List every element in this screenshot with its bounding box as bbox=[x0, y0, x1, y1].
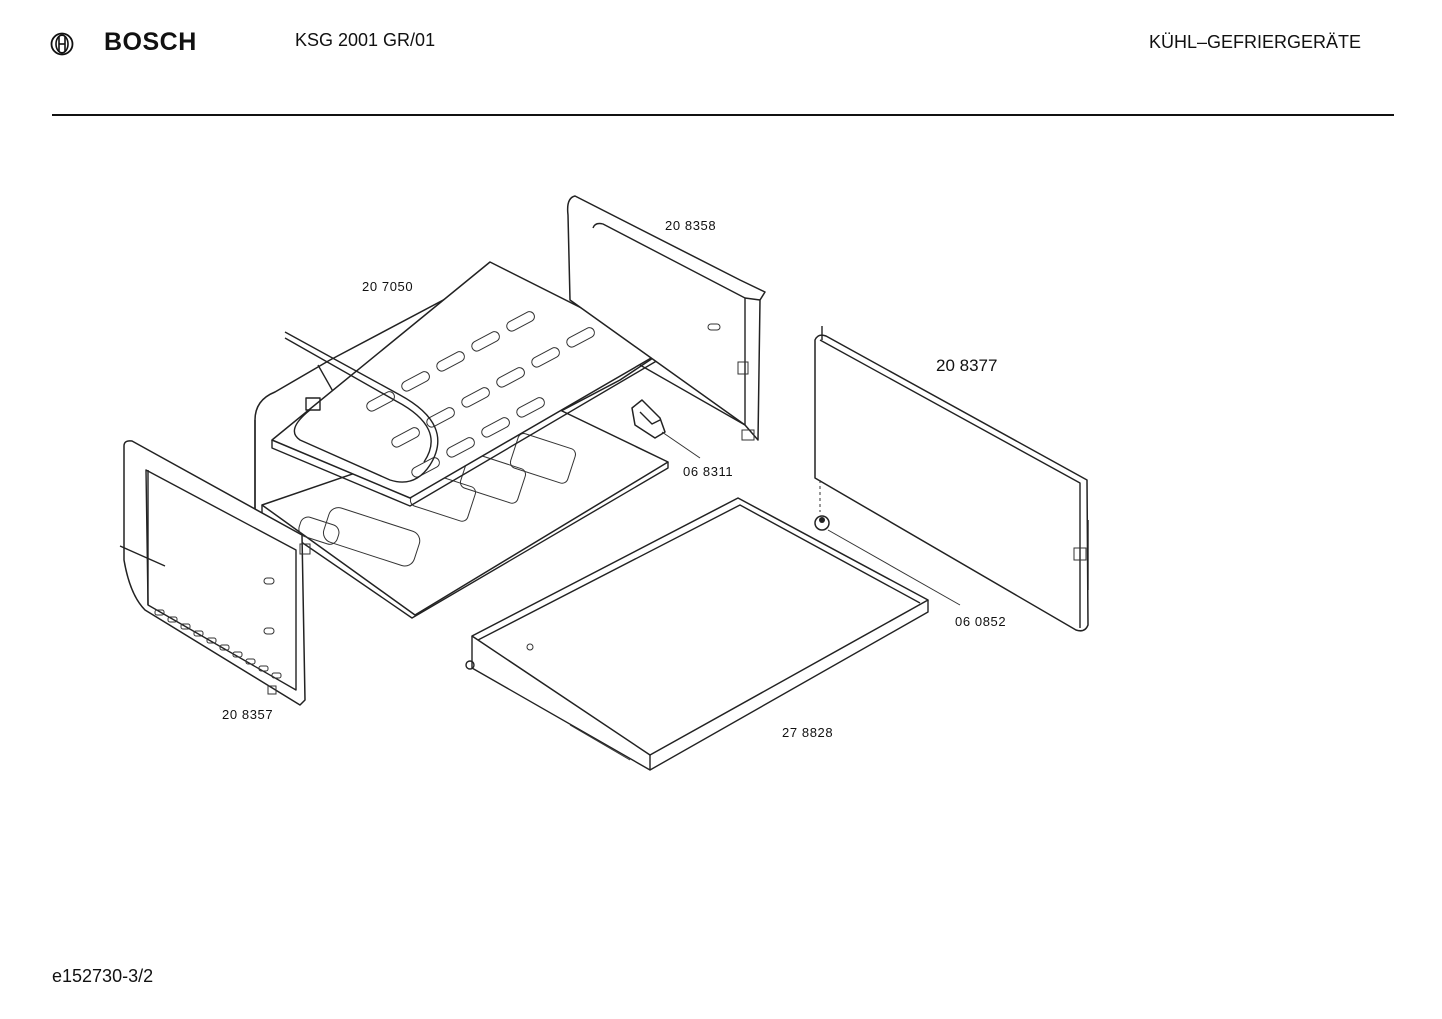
shelf-panel bbox=[465, 497, 929, 771]
clip-part bbox=[631, 399, 701, 459]
model-number: KSG 2001 GR/01 bbox=[295, 30, 436, 50]
part-label-208357: 20 8357 bbox=[222, 707, 273, 722]
part-label-208358: 20 8358 bbox=[665, 218, 716, 233]
part-label-278828: 27 8828 bbox=[782, 725, 833, 740]
bosch-armature-icon bbox=[50, 32, 74, 56]
part-label-068311: 06 8311 bbox=[683, 464, 733, 479]
part-label-208377: 20 8377 bbox=[936, 356, 997, 375]
part-label-207050: 20 7050 bbox=[362, 279, 413, 294]
document-id: e152730-3/2 bbox=[52, 966, 154, 986]
hinge-part bbox=[814, 515, 961, 606]
side-panel-right bbox=[566, 195, 766, 441]
side-panel-left bbox=[119, 440, 311, 706]
door-panel bbox=[814, 326, 1089, 632]
evaporator-housing bbox=[254, 261, 669, 619]
brand-name: BOSCH bbox=[104, 28, 197, 56]
appliance-category: KÜHL–GEFRIERGERÄTE bbox=[1149, 32, 1362, 52]
part-label-060852: 06 0852 bbox=[955, 614, 1006, 629]
header-divider bbox=[52, 114, 1394, 116]
